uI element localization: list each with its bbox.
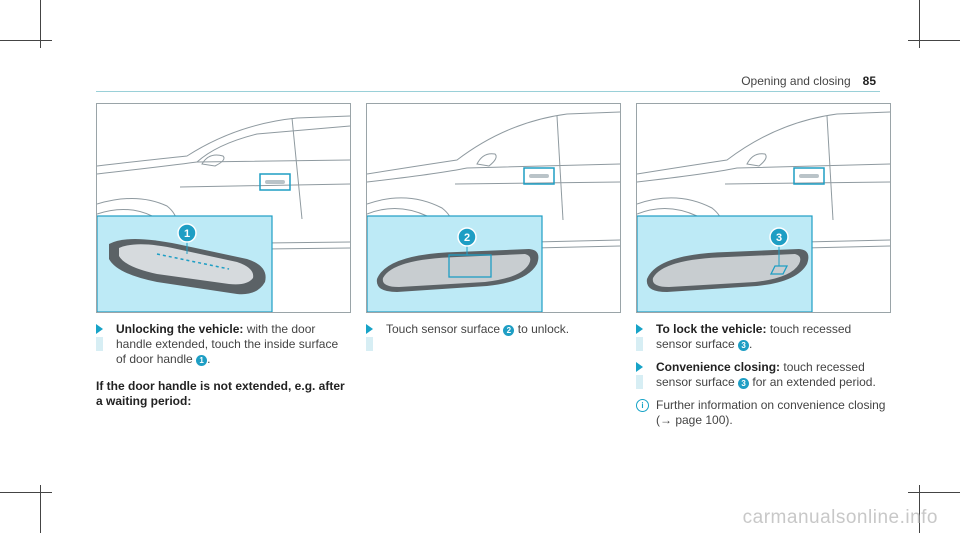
callout-2: 2 bbox=[464, 232, 470, 244]
step-bar bbox=[636, 337, 643, 351]
step-text: Touch sensor surface bbox=[386, 322, 504, 336]
figure-unlock-handle-extended: 1 bbox=[96, 103, 351, 313]
text-column-1: Unlocking the vehicle: with the door han… bbox=[96, 322, 346, 409]
step-touch-sensor: Touch sensor surface 2 to unlock. bbox=[366, 322, 616, 351]
arrow-bullet-icon bbox=[636, 362, 643, 372]
step-locking: To lock the vehicle: touch recessed sens… bbox=[636, 322, 886, 352]
callout-1: 1 bbox=[184, 228, 190, 240]
info-text: Further information on convenience closi… bbox=[656, 398, 886, 427]
step-bar bbox=[366, 337, 373, 351]
step-tail: for an extended period. bbox=[749, 375, 876, 389]
arrow-bullet-icon bbox=[96, 324, 103, 334]
callout-3: 3 bbox=[776, 232, 782, 244]
page-header: Opening and closing 85 bbox=[741, 74, 876, 88]
header-rule bbox=[96, 91, 880, 92]
step-text: touch recessed sensor surface bbox=[656, 322, 852, 351]
crop-mark bbox=[919, 485, 920, 533]
step-tail: . bbox=[207, 352, 211, 366]
crop-mark bbox=[908, 40, 960, 41]
crop-mark bbox=[0, 492, 52, 493]
watermark: carmanualsonline.info bbox=[742, 507, 938, 528]
step-text: touch recessed sensor surface bbox=[656, 360, 865, 389]
figure-touch-sensor-unlock: 2 bbox=[366, 103, 621, 313]
crop-mark bbox=[908, 492, 960, 493]
callout-badge: 1 bbox=[196, 355, 208, 366]
crop-mark bbox=[919, 0, 920, 48]
crop-mark bbox=[40, 485, 41, 533]
callout-badge: 3 bbox=[738, 340, 750, 351]
text-column-2: Touch sensor surface 2 to unlock. bbox=[366, 322, 616, 351]
callout-badge: 3 bbox=[738, 378, 750, 389]
step-label: Convenience closing: bbox=[656, 360, 781, 374]
step-unlocking: Unlocking the vehicle: with the door han… bbox=[96, 322, 346, 367]
info-icon: i bbox=[636, 399, 649, 412]
step-bar bbox=[636, 375, 643, 389]
callout-badge: 2 bbox=[503, 325, 515, 336]
step-tail: to unlock. bbox=[514, 322, 570, 336]
text-column-3: To lock the vehicle: touch recessed sens… bbox=[636, 322, 886, 428]
section-title: Opening and closing bbox=[741, 74, 851, 88]
step-label: Unlocking the vehicle: bbox=[116, 322, 244, 336]
handle-inset: 1 bbox=[97, 215, 273, 312]
condition-note: If the door handle is not extended, e.g.… bbox=[96, 379, 345, 408]
step-text: with the door handle extended, touch the… bbox=[116, 322, 339, 366]
handle-inset: 3 bbox=[637, 215, 813, 312]
figure-lock-recessed-sensor: 3 bbox=[636, 103, 891, 313]
arrow-bullet-icon bbox=[366, 324, 373, 334]
step-convenience-closing: Convenience closing: touch recessed sens… bbox=[636, 360, 886, 390]
page-number: 85 bbox=[862, 74, 876, 88]
crop-mark bbox=[40, 0, 41, 48]
step-bar bbox=[96, 337, 103, 351]
step-tail: . bbox=[749, 337, 753, 351]
crop-mark bbox=[0, 40, 52, 41]
handle-inset: 2 bbox=[367, 215, 543, 312]
info-note: i Further information on convenience clo… bbox=[636, 398, 886, 428]
step-label: To lock the vehicle: bbox=[656, 322, 767, 336]
car-door-illustration bbox=[97, 115, 350, 251]
arrow-bullet-icon bbox=[636, 324, 643, 334]
